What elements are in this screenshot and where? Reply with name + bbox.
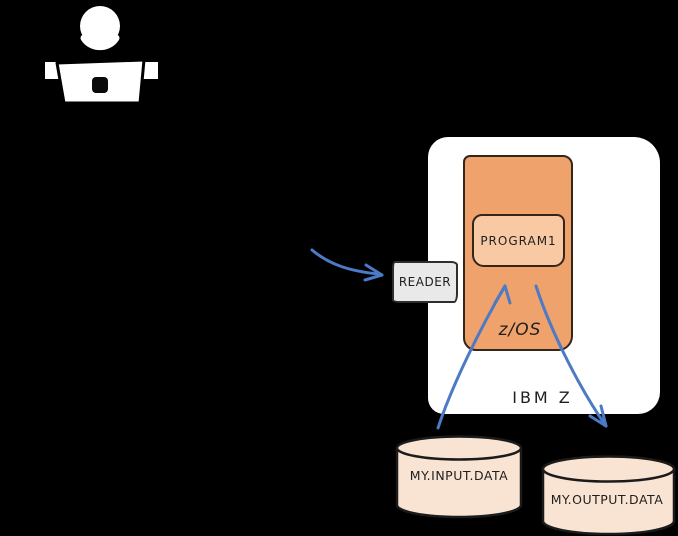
reader-box: READER (392, 261, 458, 303)
input-dataset-label: MY.INPUT.DATA (409, 468, 509, 483)
reader-label: READER (398, 275, 452, 289)
program-label: PROGRAM1 (480, 233, 557, 248)
submit-arrow (310, 248, 384, 282)
input-dataset-cylinder (395, 435, 523, 519)
person-at-laptop-icon (45, 6, 158, 105)
ibm-z-label: IBM Z (512, 388, 573, 407)
zos-label: z/OS (498, 320, 542, 340)
output-dataset-label: MY.OUTPUT.DATA (550, 492, 664, 507)
program-box: PROGRAM1 (472, 214, 565, 267)
output-dataset-cylinder (541, 455, 676, 536)
